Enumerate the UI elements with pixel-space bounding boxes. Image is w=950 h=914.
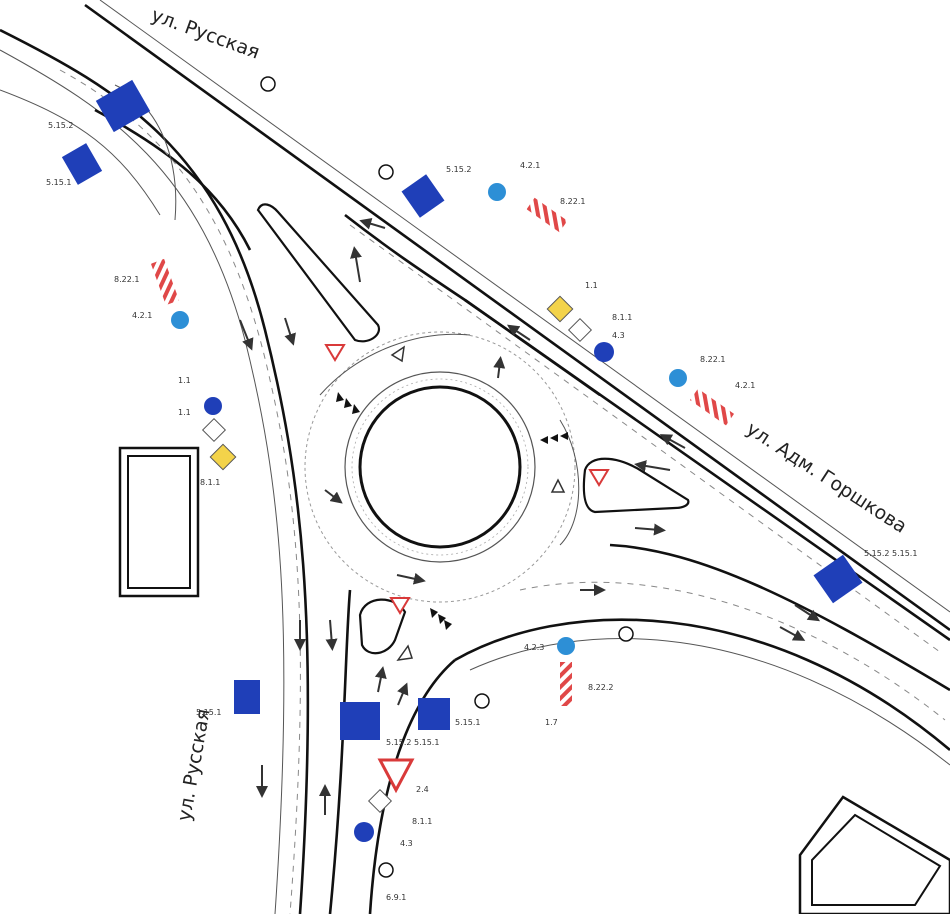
warning-sign-icon: [209, 443, 237, 471]
sign-code: 5.15.1: [196, 708, 221, 717]
sign-code: 4.3: [612, 331, 625, 340]
sign-code: 5.15.2: [48, 121, 73, 130]
round-sign-icon: [669, 369, 687, 387]
lane-sign-icon: [813, 554, 863, 604]
sign-code: 8.1.1: [200, 478, 220, 487]
sign-code: 8.1.1: [412, 817, 432, 826]
sign-code: 8.22.1: [700, 355, 725, 364]
yield-sign-icon: [588, 469, 610, 487]
sign-code-labels: 5.15.2 5.15.1 8.22.1 4.2.1 5.15.2 4.2.1 …: [46, 121, 917, 902]
buildings: [118, 446, 950, 914]
traffic-light-icon: [378, 862, 394, 878]
chevron-barrier-icon: [689, 388, 735, 426]
chevron-barrier-icon: [560, 662, 572, 706]
priority-sign-icon: [367, 788, 393, 814]
round-sign-icon: [488, 183, 506, 201]
yield-sign-icon: [324, 344, 346, 362]
arrow-icon: [374, 666, 387, 693]
warning-sign-icon: [546, 295, 574, 323]
arrow-icon: [507, 324, 531, 341]
chevron-barrier-icon: [526, 197, 568, 233]
sign-code: 5.15.2 5.15.1: [864, 549, 917, 558]
arrow-icon: [493, 356, 506, 379]
sign-code: 5.15.2 5.15.1: [386, 738, 439, 747]
chevron-barrier-icon: [150, 258, 180, 306]
arrow-icon: [284, 317, 296, 346]
sign-code: 5.15.1: [46, 178, 71, 187]
street-label-russkaya-bottom: ул. Русская: [173, 707, 214, 823]
arrow-icon: [634, 523, 666, 536]
lane-sign-icon: [340, 702, 380, 740]
sign-code: 6.9.1: [386, 893, 406, 902]
traffic-light-icon: [378, 164, 394, 180]
traffic-light-icon: [474, 693, 490, 709]
lane-sign-icon: [61, 143, 103, 185]
street-labels: ул. Русская ул. Адм. Горшкова ул. Русска…: [148, 4, 910, 823]
arrow-icon: [794, 604, 821, 622]
sign-code: 2.4: [416, 785, 429, 794]
arrow-icon: [779, 626, 806, 641]
arrow-icon: [359, 217, 386, 230]
arrow-icon: [397, 682, 409, 706]
sign-code: 8.1.1: [612, 313, 632, 322]
yield-markings: [336, 345, 568, 661]
sign-code: 4.2.1: [520, 161, 540, 170]
lane-sign-icon: [418, 698, 450, 730]
traffic-light-icon: [618, 626, 634, 642]
yield-sign-icon: [389, 597, 411, 615]
roundabout-sign-icon: [204, 397, 222, 415]
sign-code: 8.22.1: [114, 275, 139, 284]
arrow-icon: [324, 489, 343, 504]
lane-sign-icon: [234, 680, 260, 714]
yield-sign-icon: [377, 758, 415, 794]
road-signs: [61, 76, 863, 878]
priority-sign-icon: [201, 417, 227, 443]
arrow-icon: [325, 619, 338, 651]
sign-code: 5.15.1: [455, 718, 480, 727]
sign-code: 1.7: [545, 718, 558, 727]
splitter-islands: [256, 203, 690, 655]
sign-code: 4.2.1: [132, 311, 152, 320]
sign-code: 8.22.1: [560, 197, 585, 206]
lane-sign-icon: [401, 174, 445, 218]
sign-code: 4.2.1: [735, 381, 755, 390]
priority-sign-icon: [567, 317, 593, 343]
lane-arrows: [239, 217, 821, 815]
roundabout-sign-icon: [354, 822, 374, 842]
sign-code: 4.3: [400, 839, 413, 848]
arrow-icon: [350, 246, 362, 283]
sign-code: 5.15.2: [446, 165, 471, 174]
sign-code: 1.1: [178, 408, 191, 417]
round-sign-icon: [557, 637, 575, 655]
round-sign-icon: [171, 311, 189, 329]
roundabout-sign-icon: [594, 342, 614, 362]
street-label-gorshkova: ул. Адм. Горшкова: [742, 418, 910, 538]
roundabout: [304, 331, 580, 603]
arrow-icon: [239, 319, 254, 351]
arrow-icon: [396, 572, 426, 585]
sign-code: 8.22.2: [588, 683, 613, 692]
sign-code: 4.2.3: [524, 643, 544, 652]
sign-code: 1.1: [585, 281, 598, 290]
sign-code: 1.1: [178, 376, 191, 385]
arrow-icon: [634, 460, 671, 472]
lane-sign-icon: [95, 79, 151, 133]
street-label-russkaya-top: ул. Русская: [148, 4, 262, 64]
traffic-light-icon: [260, 76, 276, 92]
arrow-icon: [659, 434, 686, 449]
